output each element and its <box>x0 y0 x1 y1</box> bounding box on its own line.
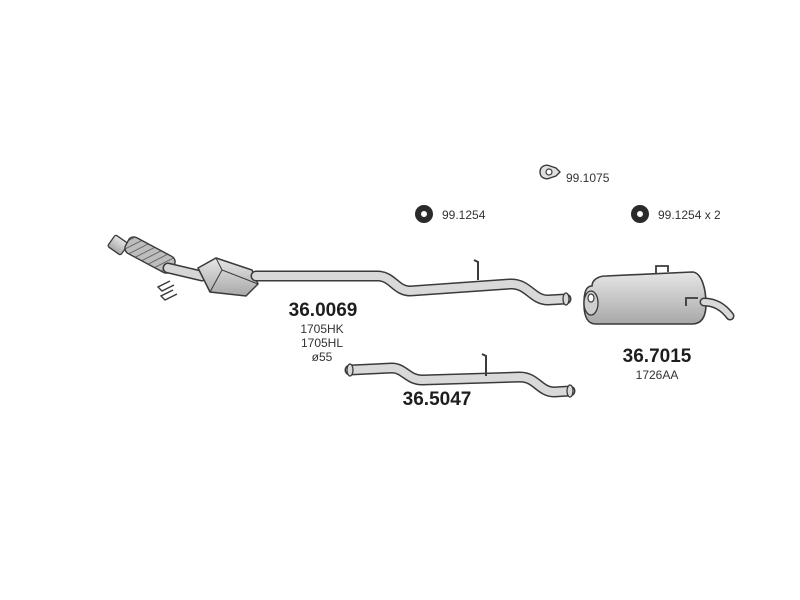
main-pipe-outlet <box>562 292 570 306</box>
mount-rear-code: 99.1254 x 2 <box>658 208 721 222</box>
catalytic-converter-body <box>197 257 259 297</box>
middle-pipe <box>344 353 576 398</box>
catalytic-pipe-number: 36.0069 <box>288 300 358 321</box>
main-pipe-hanger <box>473 259 479 280</box>
catalytic-pipe-ref-2: 1705HL <box>300 336 344 350</box>
rubber-mount-icon-rear <box>631 205 649 223</box>
catalytic-pipe-ref-1: 1705HK <box>300 322 344 336</box>
rubber-mount-icon-front <box>415 205 433 223</box>
clamp-code: 99.1075 <box>566 171 610 185</box>
middle-pipe-number: 36.5047 <box>402 389 472 410</box>
catalytic-pipe-diameter: ø55 <box>311 350 333 364</box>
middle-pipe-hanger <box>481 353 487 376</box>
rear-muffler-ref: 1726AA <box>635 368 679 382</box>
hanger-brackets <box>156 280 178 301</box>
mount-front-code: 99.1254 <box>442 208 486 222</box>
clamp-icon <box>539 164 561 180</box>
rear-muffler-number: 36.7015 <box>622 346 692 367</box>
rear-muffler <box>583 265 735 325</box>
catalytic-converter-pipe <box>107 234 572 306</box>
